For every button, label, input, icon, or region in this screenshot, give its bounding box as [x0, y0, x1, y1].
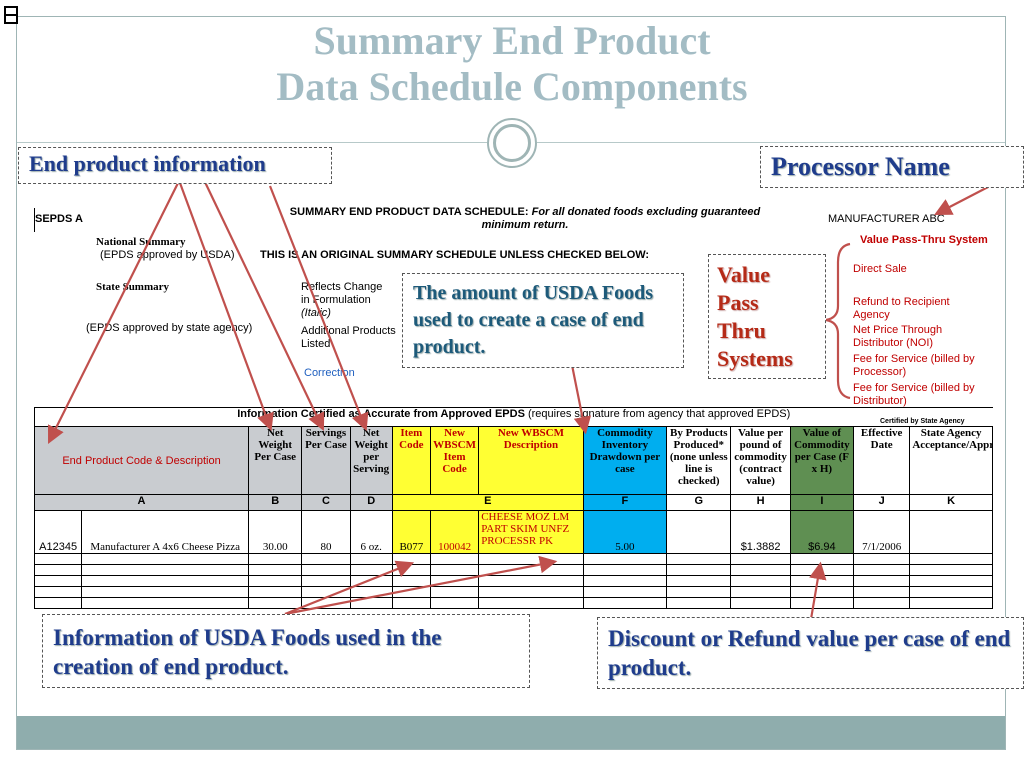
schedule-heading: SUMMARY END PRODUCT DATA SCHEDULE: For a… — [265, 206, 785, 232]
additional-products: Additional Products Listed — [301, 325, 396, 350]
schedule-heading-italic: For all donated foods excluding guarante… — [481, 206, 761, 231]
certified-note: (requires signature from agency that app… — [527, 408, 791, 421]
header-code-desc: End Product Code & Description — [33, 426, 250, 495]
title-line-2: Data Schedule Components — [276, 64, 748, 109]
letter-i: I — [789, 494, 855, 511]
reflects-change: Reflects Change in Formulation (Italic) — [301, 281, 393, 320]
value-pass-word-3: Thru — [717, 318, 766, 343]
letter-b: B — [248, 494, 303, 511]
slide-frame — [16, 16, 1006, 750]
cell-byproducts — [666, 510, 732, 554]
header-value-pound: Value per pound of commodity (contract v… — [730, 426, 791, 495]
cell-drawdown: 5.00 — [582, 510, 668, 554]
option-net-price: Net Price Through Distributor (NOI) — [853, 324, 943, 349]
arrow-to-value-case — [808, 561, 827, 626]
option-fee-processor: Fee for Service (billed by Processor) — [853, 353, 975, 378]
table-row-empty — [33, 597, 993, 609]
footer-band — [17, 716, 1005, 749]
header-effective: Effective Date — [853, 426, 911, 495]
letter-d: D — [349, 494, 393, 511]
header-wbscm-code: New WBSCM Item Code — [429, 426, 480, 495]
callout-end-product: End product information — [18, 147, 332, 184]
option-fee-distributor: Fee for Service (billed by Distributor) — [853, 382, 975, 407]
state-summary: State Summary — [96, 281, 170, 293]
table-row: A12345 Manufacturer A 4x6 Cheese Pizza 3… — [33, 510, 993, 554]
manufacturer-name: MANUFACTURER ABC — [828, 213, 945, 225]
header-state-acceptance: State Agency Acceptance/Approval — [909, 426, 993, 495]
callout-usda-amount: The amount of USDA Foods used to create … — [402, 273, 684, 368]
arrow-to-wbscm — [284, 555, 558, 616]
value-pass-word-4: Systems — [717, 346, 793, 371]
arrow-to-servings — [203, 179, 325, 431]
header-wbscm-desc: New WBSCM Description — [478, 426, 584, 495]
header-item-code: Item Code — [391, 426, 431, 495]
cell-servings: 80 — [301, 510, 351, 554]
original-note: THIS IS AN ORIGINAL SUMMARY SCHEDULE UNL… — [260, 249, 650, 261]
callout-value-pass: Value Pass Thru Systems — [708, 254, 826, 379]
agency-name: SEPDS A — [35, 213, 83, 225]
value-pass-word-1: Value — [717, 262, 770, 287]
national-summary: National Summary — [96, 236, 186, 248]
italic-note: (Italic) — [301, 307, 331, 319]
header-servings: Servings Per Case — [301, 426, 351, 495]
option-direct-sale: Direct Sale — [853, 263, 907, 275]
divider-right — [537, 142, 1005, 143]
header-net-weight-case: Net Weight Per Case — [248, 426, 303, 495]
value-pass-word-2: Pass — [717, 290, 759, 315]
cell-item-code: B077 — [391, 510, 431, 554]
epds-usda: (EPDS approved by USDA) — [100, 249, 235, 261]
schedule-heading-bold: SUMMARY END PRODUCT DATA SCHEDULE: — [289, 206, 529, 218]
callout-processor-name: Processor Name — [760, 146, 1024, 188]
header-net-weight-serving: Net Weight per Serving — [349, 426, 393, 495]
window-icon — [4, 6, 18, 24]
epds-state: (EPDS approved by state agency) — [86, 322, 253, 334]
callout-discount: Discount or Refund value per case of end… — [597, 617, 1024, 689]
arrow-to-item-code — [284, 560, 415, 616]
slide-title: Summary End Product Data Schedule Compon… — [0, 18, 1024, 110]
arrow-to-manufacturer — [934, 185, 991, 216]
letter-c: C — [301, 494, 351, 511]
cell-wbscm-desc: CHEESE MOZ LM PART SKIM UNFZ PROCESSR PK — [478, 510, 584, 554]
divider-left — [17, 142, 487, 143]
value-pass-header: Value Pass-Thru System — [860, 234, 988, 246]
header-commodity: Commodity Inventory Drawdown per case — [582, 426, 668, 495]
cell-net-weight: 30.00 — [248, 510, 303, 554]
cell-wbscm-code: 100042 — [429, 510, 480, 554]
certified-bold: Information Certified as Accurate from A… — [237, 408, 525, 421]
option-refund: Refund to Recipient Agency — [853, 296, 950, 321]
schedule-table: Information Certified as Accurate from A… — [33, 407, 993, 609]
title-line-1: Summary End Product — [313, 18, 711, 63]
callout-usda-info: Information of USDA Foods used in the cr… — [42, 614, 530, 688]
arrow-to-code — [48, 182, 179, 444]
circle-ornament-inner — [493, 124, 531, 162]
agency-mark — [34, 208, 35, 232]
arrow-to-serving-weight — [268, 185, 369, 432]
cell-code: A12345 — [33, 510, 83, 554]
reflects-change-text: Reflects Change in Formulation — [301, 281, 383, 306]
arrow-to-net-weight — [178, 182, 274, 432]
value-pass-brace — [825, 242, 851, 400]
cell-state — [909, 510, 993, 554]
